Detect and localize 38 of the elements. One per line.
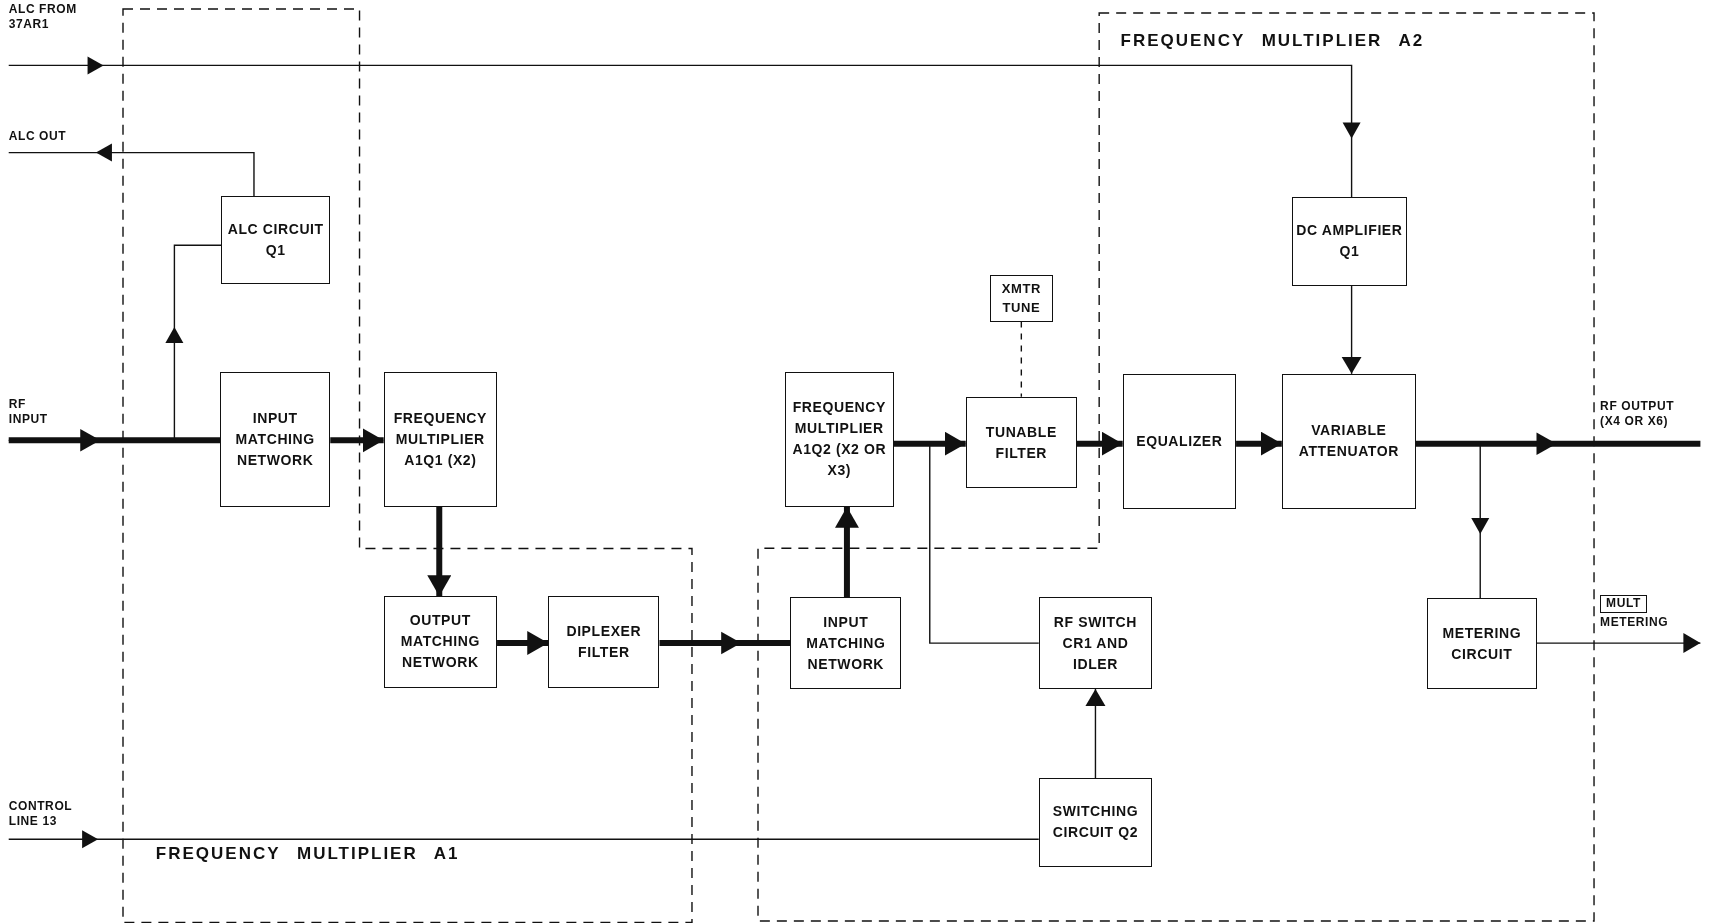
block-box [1291,197,1408,286]
block-box [221,196,331,285]
block-label: VARIABLE ATTENUATOR [1297,421,1400,462]
block-box [965,396,1077,489]
block-box [383,596,497,688]
block-label: ALC CIRCUIT Q1 [226,220,325,261]
block-label: OUTPUT MATCHING NETWORK [399,611,481,673]
block-box [1281,373,1416,509]
block-box [784,371,894,507]
block-box [989,274,1053,322]
block-box [790,597,902,689]
block-box [383,371,498,507]
block-box [220,371,331,507]
signal-label: CONTROL LINE 13 [8,798,85,840]
block-box [1426,598,1537,689]
signal-label: ALC FROM 37AR1 [8,2,118,66]
signal-label: METERING [1600,614,1669,629]
block-box [548,596,660,688]
block-label: FREQUENCY MULTIPLIER A1Q2 (X2 OR X3) [791,398,888,481]
block-label: INPUT MATCHING NETWORK [234,408,316,470]
block-label: XMTR TUNE [1000,279,1042,318]
module-boundary [757,13,1594,922]
block-label: FREQUENCY MULTIPLIER A1Q1 (X2) [392,408,488,470]
block-label: METERING CIRCUIT [1441,623,1523,664]
signal-label: ALC OUT [8,128,96,153]
block-label: RF SWITCH CR1 AND IDLER [1052,612,1139,674]
block-label: DC AMPLIFIER Q1 [1295,221,1404,262]
block-label: INPUT MATCHING NETWORK [805,612,887,674]
tag-label: MULT [1600,595,1647,613]
block-label: TUNABLE FILTER [984,422,1058,463]
block-label: DIPLEXER FILTER [565,622,643,662]
block-box [1038,778,1153,867]
block-label: EQUALIZER [1136,431,1223,451]
signal-label: RF INPUT [8,396,75,441]
block-label: SWITCHING CIRCUIT Q2 [1051,802,1140,843]
block-box [1122,373,1237,509]
signal-label: RF OUTPUT (X4 OR X6) [1600,398,1701,444]
block-box [1038,597,1153,689]
